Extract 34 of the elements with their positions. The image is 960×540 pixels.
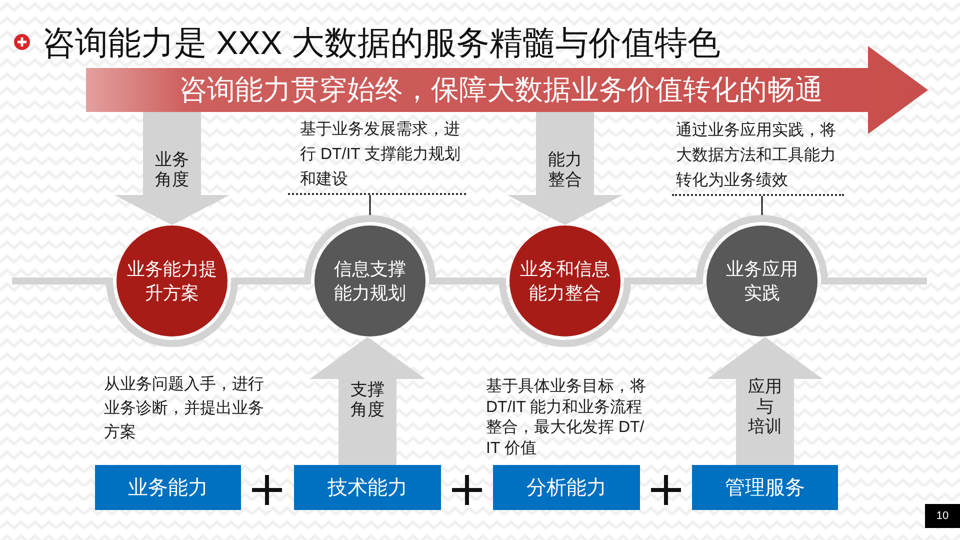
arrow-label: 能力整合 — [547, 150, 583, 190]
timeline-line — [238, 278, 304, 284]
annotation-text: 通过业务应用实践，将大数据方法和工具能力转化为业务绩效 — [672, 118, 844, 196]
capability-box: 技术能力 — [294, 465, 441, 510]
description-text: 从业务问题入手，进行业务诊断，并提出业务方案 — [104, 374, 265, 443]
timeline-line — [631, 278, 696, 284]
leader-line — [369, 195, 371, 215]
slide-title: 咨询能力是 XXX 大数据的服务精髓与价值特色 — [42, 23, 720, 63]
stage-circle — [304, 215, 436, 337]
banner-text: 咨询能力贯穿始终，保障大数据业务价值转化的畅通 — [178, 73, 824, 107]
stage-circle — [696, 215, 828, 337]
arrow-label: 业务角度 — [154, 150, 190, 190]
timeline-line — [828, 278, 927, 284]
annotation-text: 基于业务发展需求，进行 DT/IT 支撑能力规划和建设 — [288, 117, 466, 195]
stage-label: 业务能力提升方案 — [126, 258, 218, 305]
block-arrow — [507, 112, 623, 225]
capability-box: 分析能力 — [493, 465, 640, 510]
capability-box: 业务能力 — [95, 465, 241, 510]
page-number: 10 — [925, 504, 960, 528]
description-text: 基于具体业务目标，将DT/IT 能力和业务流程整合，最大化发挥 DT/IT 价值 — [486, 377, 647, 458]
block-arrow — [114, 112, 230, 225]
block-arrow — [310, 337, 426, 465]
stage-circle — [106, 225, 238, 347]
leader-line — [761, 196, 763, 215]
arrow-label: 支撑角度 — [350, 380, 386, 420]
stage-label: 信息支撑能力规划 — [333, 258, 407, 305]
timeline-line — [12, 278, 106, 284]
stage-label: 业务和信息能力整合 — [519, 258, 611, 305]
capability-box: 管理服务 — [692, 465, 838, 510]
block-arrow — [707, 337, 823, 465]
stage-label: 业务应用实践 — [725, 258, 799, 305]
stage-circle — [499, 225, 631, 347]
timeline-line — [436, 278, 499, 284]
arrow-label: 应用与培训 — [747, 377, 783, 437]
